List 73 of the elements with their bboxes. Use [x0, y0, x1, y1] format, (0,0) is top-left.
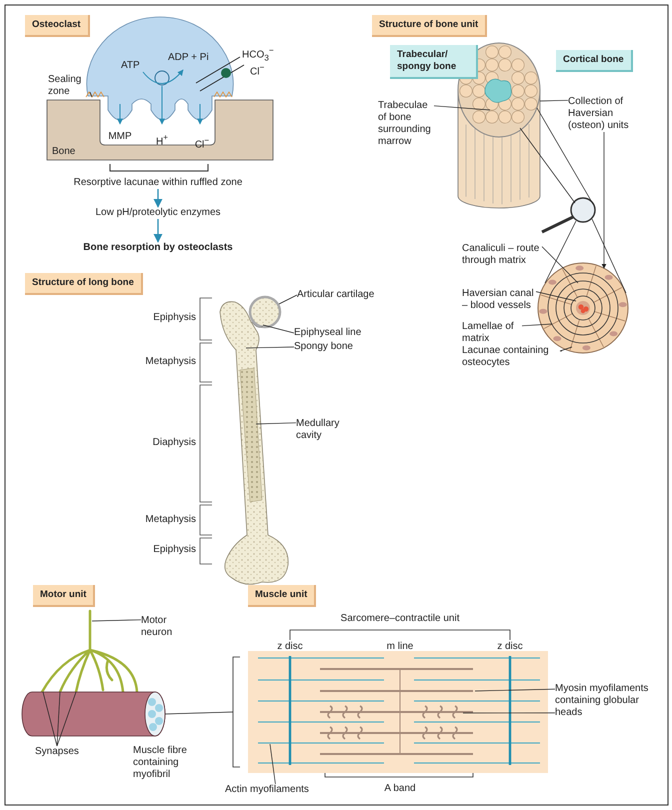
leader-line — [256, 422, 296, 424]
ion-label: H$^{+}$ — [156, 131, 168, 148]
callout-label: Spongy bone — [294, 341, 353, 353]
femur-drawing — [220, 296, 289, 585]
tissue-label: Bone — [52, 146, 76, 158]
structure-label: z disc — [277, 641, 303, 653]
leader-line — [278, 294, 298, 304]
callout-label: Medullary cavity — [296, 418, 348, 442]
callout-label: Synapses — [35, 746, 79, 758]
region-label: Metaphysis — [145, 514, 196, 526]
bracket-label: A band — [384, 783, 416, 795]
zoom-line — [164, 712, 234, 714]
leader-line — [92, 619, 142, 622]
callout-label: Haversian canal – blood vessels — [462, 288, 536, 312]
region-label: Epiphysis — [153, 312, 196, 324]
leader-line — [462, 712, 556, 714]
section-title: Osteoclast — [25, 15, 90, 37]
section-title: Structure of bone unit — [372, 15, 488, 37]
molecule-label: MMP — [108, 131, 132, 143]
leader-line — [434, 105, 490, 110]
bracket-label: Sarcomere–contractile unit — [340, 613, 460, 625]
section-title: Structure of long bone — [25, 273, 143, 295]
bone-cylinder-drawing — [458, 42, 540, 208]
callout-label: Actin myofilaments — [225, 784, 309, 796]
section-title: Cortical bone — [556, 50, 633, 72]
ion-label: Cl$^{−}$ — [250, 61, 264, 78]
region-label: Diaphysis — [152, 437, 196, 449]
caption-label: Muscle fibre containing myofibril — [133, 745, 188, 781]
callout-label: Myosin myofilaments containing globular heads — [555, 683, 655, 719]
callout-label: Trabeculae of bone surrounding marrow — [378, 100, 434, 148]
leader-line — [56, 692, 76, 746]
zoom-line — [520, 128, 576, 204]
leader-line — [536, 291, 576, 302]
zoom-line — [536, 108, 594, 204]
section-title: Trabecular/ spongy bone — [390, 45, 478, 79]
callout-label: Articular cartilage — [297, 289, 374, 301]
leader-line — [522, 324, 552, 326]
callout-label: Sealing zone — [48, 74, 90, 98]
muscle-fibre-drawing — [22, 692, 166, 736]
callout-label: Canaliculi – route through matrix — [462, 243, 542, 267]
region-label: Epiphysis — [153, 544, 196, 556]
leader-line — [560, 346, 572, 352]
arrow — [153, 189, 163, 208]
zoom-line — [544, 220, 576, 284]
section-title: Muscle unit — [248, 585, 316, 607]
callout-label: Lacunae containing osteocytes — [462, 345, 562, 369]
flow-step-text: Resorptive lacunae within ruffled zone — [74, 177, 242, 189]
leader-line — [542, 246, 578, 284]
molecule-label: ADP + Pi — [168, 52, 209, 64]
zoom-line — [592, 218, 626, 294]
flow-step-text: Low pH/proteolytic enzymes — [95, 207, 221, 219]
leader-line — [540, 100, 568, 102]
arrow — [153, 219, 163, 243]
callout-label: Epiphyseal line — [294, 327, 362, 339]
motor-neuron-drawing — [40, 610, 138, 694]
callout-label: Lamellae of matrix — [462, 321, 522, 345]
molecule-label: ATP — [121, 60, 140, 72]
leader-line — [474, 688, 556, 692]
flow-step-text: Bone resorption by osteoclasts — [83, 242, 233, 254]
leader-line — [246, 346, 294, 348]
callout-label: Collection of Haversian (osteon) units — [568, 96, 640, 132]
leader-line — [90, 92, 92, 98]
magnifier-icon — [541, 197, 596, 234]
leader-line — [42, 692, 58, 746]
structure-label: m line — [386, 641, 414, 653]
leader-line — [56, 692, 60, 746]
structure-label: z disc — [497, 641, 523, 653]
arrow — [602, 132, 606, 269]
sarcomere-drawing — [232, 651, 548, 773]
ion-label: Cl$^{−}$ — [194, 134, 210, 152]
section-title: Motor unit — [33, 585, 96, 607]
callout-label: Motor neuron — [141, 615, 183, 639]
region-label: Metaphysis — [145, 356, 196, 368]
